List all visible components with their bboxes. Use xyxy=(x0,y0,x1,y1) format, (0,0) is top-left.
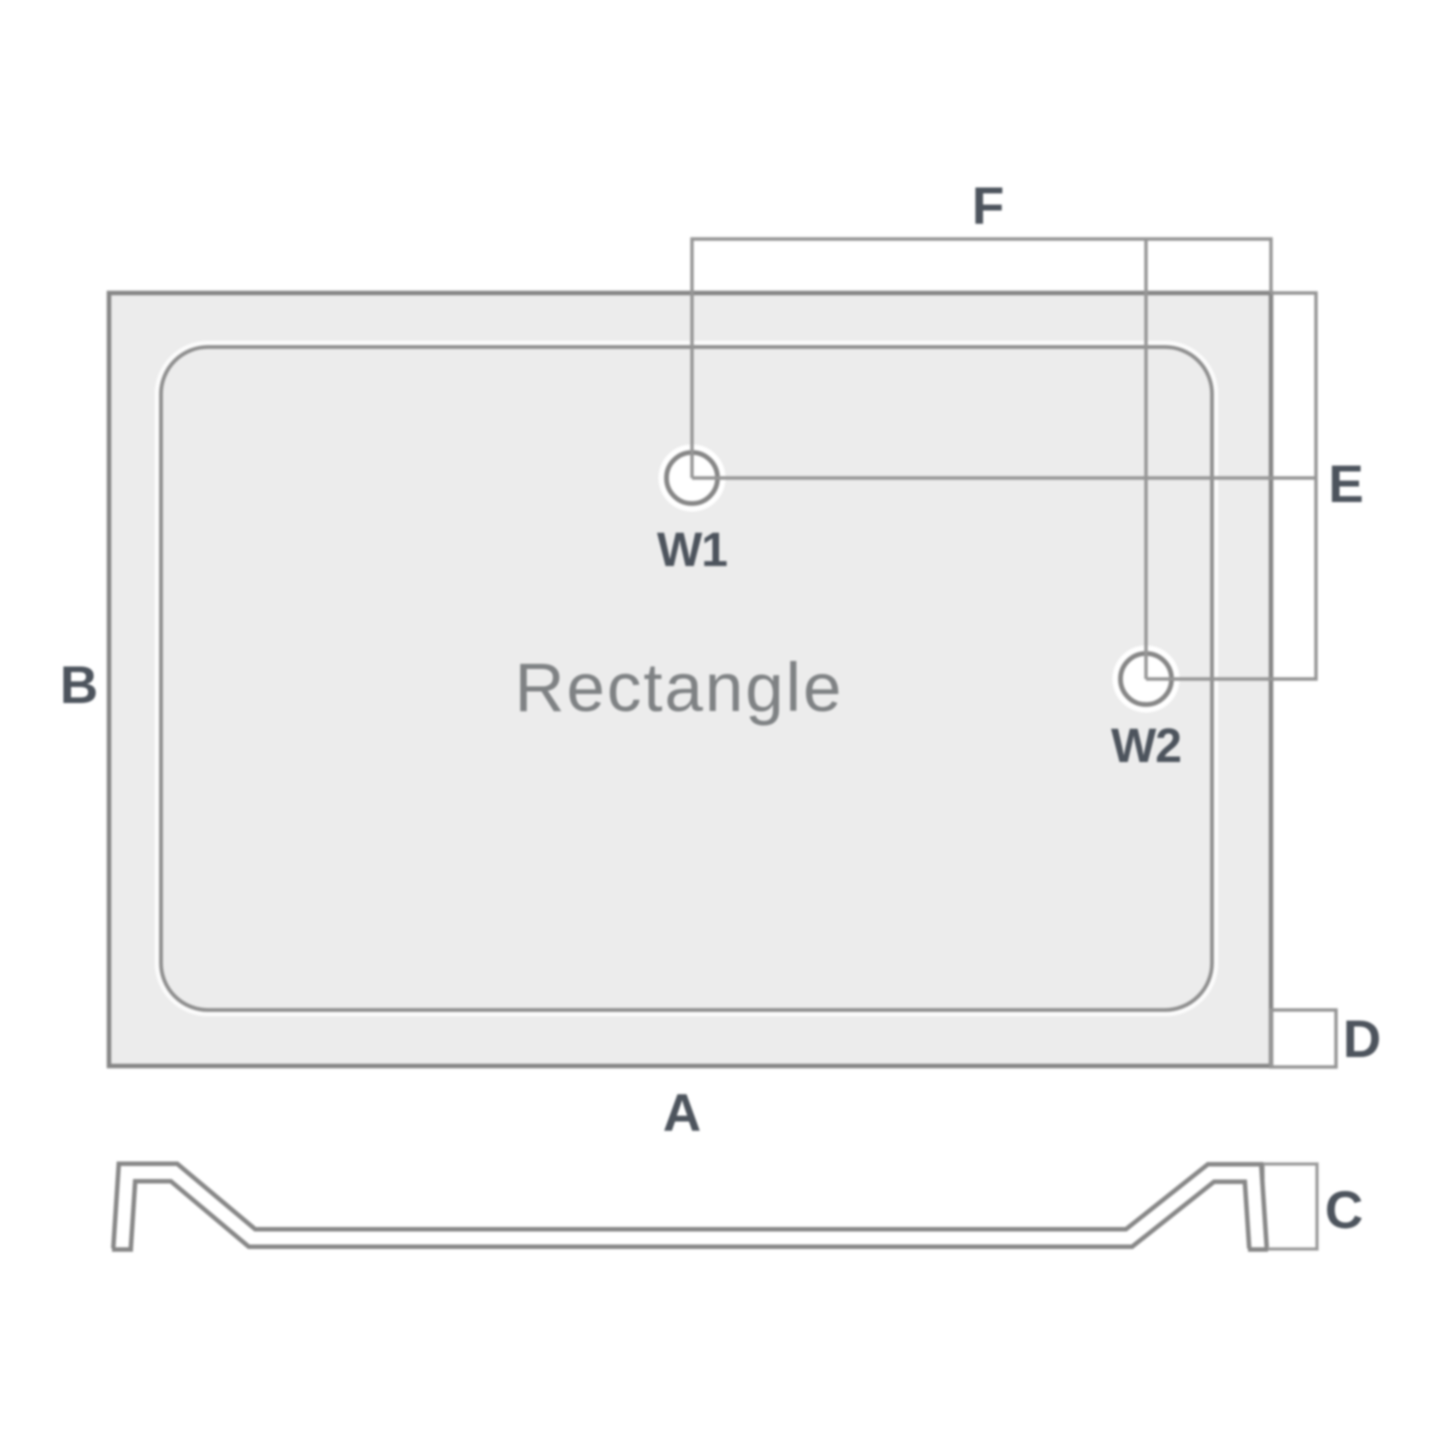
svg-text:B: B xyxy=(60,656,98,715)
svg-text:Rectangle: Rectangle xyxy=(515,649,844,726)
svg-text:C: C xyxy=(1325,1181,1363,1240)
svg-text:A: A xyxy=(663,1084,701,1143)
svg-text:D: D xyxy=(1343,1010,1381,1069)
svg-text:E: E xyxy=(1328,455,1363,514)
svg-text:W2: W2 xyxy=(1111,720,1181,773)
svg-text:W1: W1 xyxy=(657,524,727,577)
svg-text:F: F xyxy=(972,177,1004,236)
